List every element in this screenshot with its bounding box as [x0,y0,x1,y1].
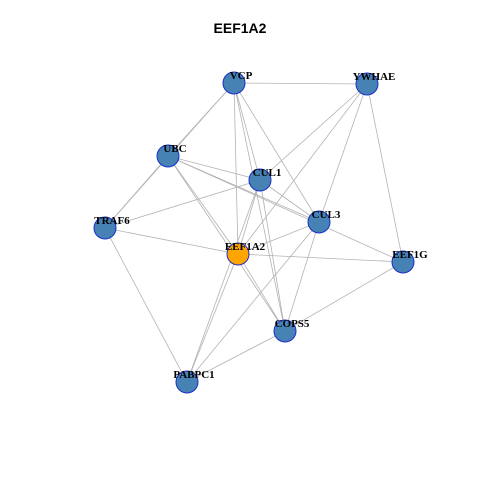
node-label-cops5: COPS5 [275,318,310,330]
node-label-pabpc1: PABPC1 [173,369,214,381]
edge-ubc-cops5 [167,155,286,332]
edge-ywhae-eef1g [366,83,404,263]
edge-vcp-cul1 [233,82,261,181]
node-label-cul3: CUL3 [312,209,341,221]
edge-vcp-cops5 [233,82,286,332]
edge-ubc-eef1g [167,155,404,263]
node-label-ubc: UBC [163,143,186,155]
edge-ywhae-cul1 [259,83,368,181]
node-label-cul1: CUL1 [253,167,282,179]
edge-cul1-eef1a2 [237,179,261,255]
node-cul3 [307,210,331,234]
edge-cul1-pabpc1 [186,179,261,383]
node-cul1 [248,168,272,192]
edge-eef1a2-cops5 [237,253,286,332]
edge-eef1a2-pabpc1 [186,253,239,383]
edge-cul3-eef1a2 [237,221,320,255]
edge-cops5-pabpc1 [186,330,286,383]
edge-ywhae-eef1a2 [237,83,368,255]
edge-ubc-traf6 [104,155,169,229]
node-ywhae [355,72,379,96]
node-eef1a2 [226,242,250,266]
node-label-ywhae: YWHAE [353,71,396,83]
node-label-traf6: TRAF6 [94,215,130,227]
node-label-eef1g: EEF1G [392,249,428,261]
edge-cul3-cops5 [284,221,320,332]
node-vcp [222,71,246,95]
node-cops5 [273,319,297,343]
diagram-title: EEF1A2 [213,20,267,36]
node-label-vcp: VCP [230,70,253,82]
node-layer [93,71,415,394]
edge-vcp-ywhae [233,82,368,85]
edge-cul3-pabpc1 [186,221,320,383]
node-ubc [156,144,180,168]
edge-vcp-eef1a2 [233,82,239,255]
edge-cul1-traf6 [104,179,261,229]
edge-ubc-cul1 [167,155,261,181]
edge-traf6-pabpc1 [104,227,188,383]
edge-traf6-eef1a2 [104,227,239,255]
edge-cul1-cul3 [259,179,320,223]
node-pabpc1 [175,370,199,394]
edge-ubc-eef1a2 [167,155,239,255]
edge-layer [104,82,404,383]
edge-vcp-cul3 [233,82,320,223]
node-label-eef1a2: EEF1A2 [225,241,266,253]
edge-ywhae-cul3 [318,83,368,223]
edge-eef1g-cops5 [284,261,404,332]
node-traf6 [93,216,117,240]
edge-eef1a2-eef1g [237,253,404,263]
node-eef1g [391,250,415,274]
